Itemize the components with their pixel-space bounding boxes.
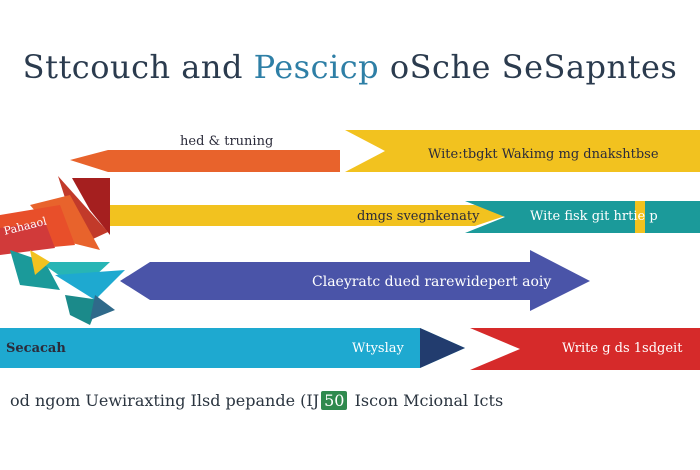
- orange-arrow: [70, 150, 340, 172]
- origin-burst: [0, 176, 125, 325]
- footer-mark-prefix: (IJ: [300, 391, 320, 410]
- title-part-3: oSche SeSapntes: [389, 48, 678, 86]
- label-yellow-top: Wite:tbgkt Wakimg mg dnakshtbse: [428, 147, 659, 162]
- footer-part-2: Iscon Mcional Icts: [354, 391, 504, 410]
- diagram-title: Sttcouch and Pescicp oSche SeSapntes: [0, 48, 700, 86]
- label-teal-mid: Wite fisk git hrtie p: [530, 209, 658, 224]
- footer-mark: 50: [321, 391, 348, 410]
- label-indigo: Claeyratc dued rarewidepert aoiy: [312, 274, 552, 290]
- indigo-arrow: [120, 250, 590, 311]
- label-yellow-mid: dmgs svegnkenaty: [357, 209, 480, 224]
- yellow-top-arrow: [345, 130, 700, 172]
- footer-part-1: od ngom Uewiraxting Ilsd pepande: [10, 391, 296, 410]
- navy-arrow-tip: [420, 328, 465, 368]
- teal-middle-arrow-edge: [635, 201, 645, 233]
- title-part-2: Pescicp: [253, 48, 380, 86]
- red-arrow: [470, 328, 700, 370]
- cyan-arrow: [0, 328, 465, 368]
- label-orange-top: hed & truning: [180, 134, 274, 149]
- yellow-middle-arrow: [110, 205, 505, 226]
- label-red: Write g ds 1sdgeit: [562, 341, 683, 356]
- label-cyan-left: Secacah: [6, 341, 66, 356]
- label-cyan-mid: Wtyslay: [352, 341, 404, 356]
- title-part-1: Sttcouch and: [22, 48, 243, 86]
